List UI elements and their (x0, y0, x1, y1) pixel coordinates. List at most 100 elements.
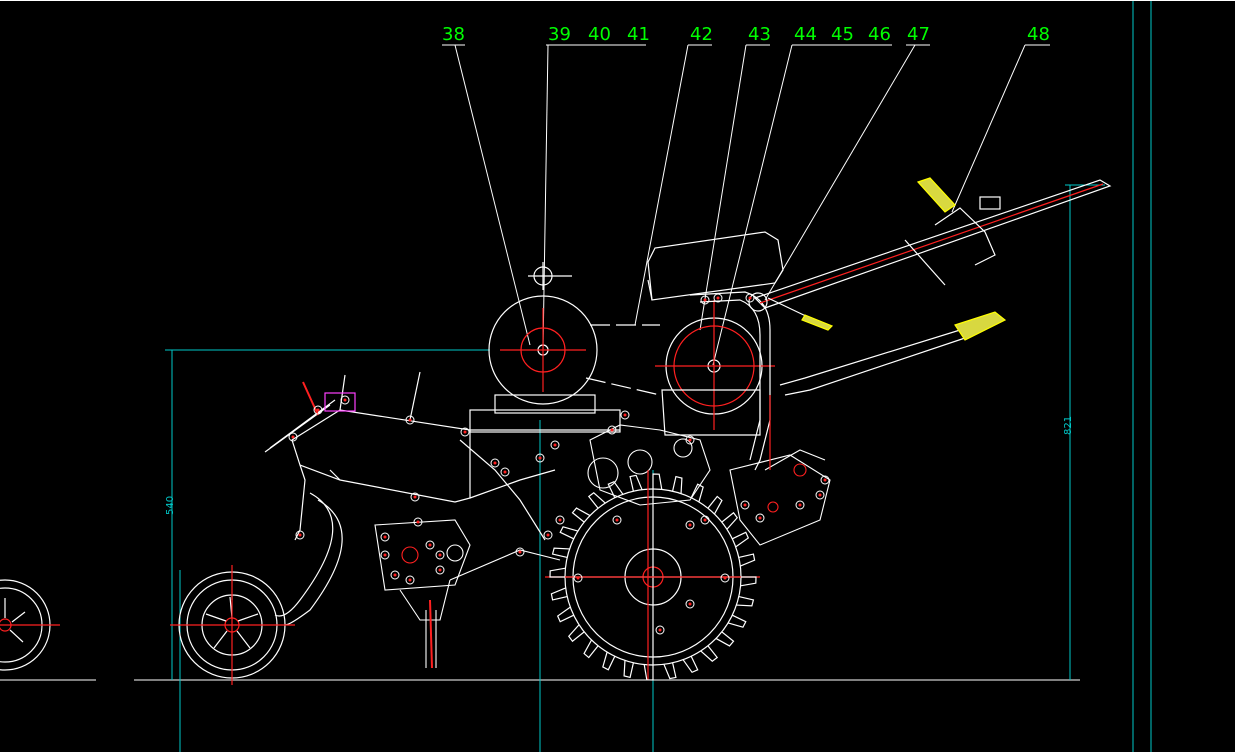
bolt-marker (405, 575, 415, 585)
tine-tooth (715, 631, 735, 647)
bolt-center (413, 495, 417, 499)
callout-45: 45 (831, 24, 854, 45)
tine-tooth (700, 645, 719, 663)
callout-47: 47 (907, 24, 930, 45)
bolt-marker (460, 427, 470, 437)
bolt-center (416, 520, 420, 524)
tine-tooth (623, 660, 635, 679)
bolt-marker (755, 513, 765, 523)
bolt-center (298, 533, 302, 537)
bolt-center (748, 296, 752, 300)
bolt-center (518, 550, 522, 554)
tine-tooth (671, 475, 683, 494)
leader-lines (442, 44, 1050, 366)
tine-tooth (571, 507, 591, 523)
tine-tooth (643, 664, 654, 681)
tine-tooth (607, 480, 624, 498)
tine-tooth (602, 651, 616, 671)
tine-tooth (556, 606, 574, 623)
callout-44: 44 (794, 24, 817, 45)
bolt-marker (313, 405, 323, 415)
bolt-center (688, 438, 692, 442)
bolt-center (688, 602, 692, 606)
bolt-center (723, 576, 727, 580)
bolt-center (818, 493, 822, 497)
bolt-marker (713, 293, 723, 303)
tine-tooth (690, 483, 704, 503)
bolt-marker (490, 458, 500, 468)
bolt-marker (425, 540, 435, 550)
bolt-center (546, 533, 550, 537)
bolt-center (393, 573, 397, 577)
bolt-marker (573, 573, 583, 583)
bolt-marker (700, 515, 710, 525)
bolt-marker (535, 453, 545, 463)
tine-teeth (549, 473, 757, 681)
tine-tooth (652, 473, 663, 490)
bolt-center (823, 478, 827, 482)
bolt-center (291, 435, 295, 439)
handlebar-upper (748, 177, 1112, 312)
bolt-center (408, 578, 412, 582)
bolt-marker (410, 492, 420, 502)
bolt-marker (612, 515, 622, 525)
bolt-center (383, 553, 387, 557)
bolt-marker (607, 425, 617, 435)
bolt-center (438, 568, 442, 572)
bolt-marker (435, 550, 445, 560)
bolt-marker (435, 565, 445, 575)
bolt-marker (720, 573, 730, 583)
callout-43: 43 (748, 24, 771, 45)
callout-labels: 38 39 40 41 42 43 44 45 46 47 48 (442, 24, 1050, 45)
bolt-center (383, 535, 387, 539)
bolt-marker (405, 415, 415, 425)
tine-tooth (629, 474, 643, 492)
bolt-marker (745, 293, 755, 303)
bolt-center (658, 628, 662, 632)
bolt-center (408, 418, 412, 422)
bolt-marker (500, 467, 510, 477)
left-partial-wheel (0, 579, 60, 671)
tine-tooth (551, 547, 570, 559)
tine-tooth (567, 624, 585, 643)
bolt-center (438, 553, 442, 557)
bolt-center (615, 518, 619, 522)
bolt-marker (380, 550, 390, 560)
tine-tooth (738, 553, 756, 567)
bolt-center (558, 518, 562, 522)
bolt-center (703, 298, 707, 302)
tine-tooth (583, 639, 599, 659)
callout-46: 46 (868, 24, 891, 45)
callout-42: 42 (690, 24, 713, 45)
callout-40: 40 (588, 24, 611, 45)
tine-tooth (707, 495, 723, 515)
bolt-center (610, 428, 614, 432)
bolt-marker (543, 530, 553, 540)
tine-tooth (740, 576, 757, 587)
dimension-right: 821 (1063, 416, 1074, 435)
bolt-center (743, 503, 747, 507)
tine-tooth (559, 526, 579, 540)
tine-tooth (732, 531, 750, 548)
tiller-frame (264, 371, 620, 626)
tine-tooth (721, 511, 739, 530)
bolt-marker (295, 530, 305, 540)
callout-39: 39 (548, 24, 571, 45)
bolt-marker (413, 517, 423, 527)
bolt-marker (795, 500, 805, 510)
bolt-marker (340, 395, 350, 405)
callout-38: 38 (442, 24, 465, 45)
bolt-center (503, 470, 507, 474)
bolt-center (798, 503, 802, 507)
bolt-marker (550, 440, 560, 450)
bolt-marker (815, 490, 825, 500)
bolt-center (703, 518, 707, 522)
bolt-marker (620, 410, 630, 420)
engine-flywheel (469, 262, 621, 433)
bolt-center (576, 576, 580, 580)
bolt-marker (685, 435, 695, 445)
bolt-marker (380, 532, 390, 542)
